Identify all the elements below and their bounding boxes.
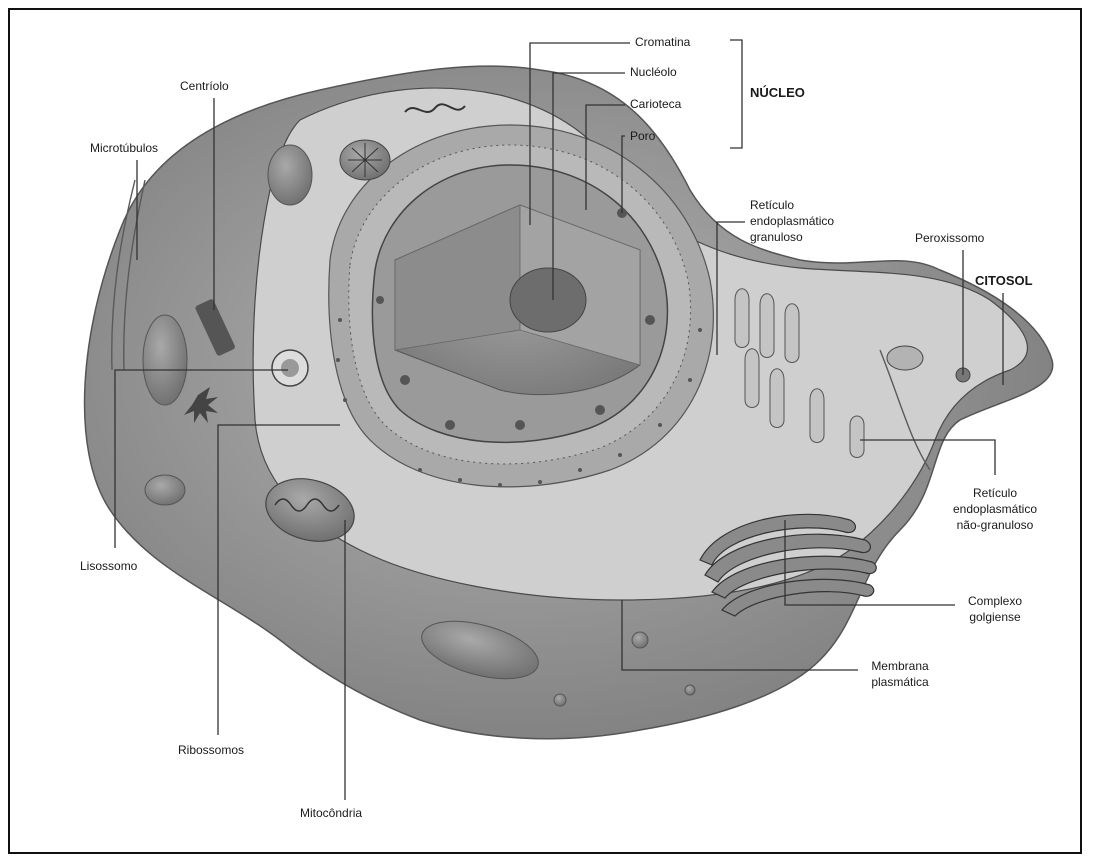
label-reticulo-granuloso: Retículo endoplasmático granuloso bbox=[750, 197, 834, 245]
label-poro: Poro bbox=[630, 128, 655, 144]
label-reticulo-nao-granuloso-line1: Retículo bbox=[940, 485, 1050, 501]
label-peroxissomo: Peroxissomo bbox=[915, 230, 984, 246]
label-microtubulos: Microtúbulos bbox=[90, 140, 158, 156]
label-cromatina: Cromatina bbox=[635, 34, 690, 50]
label-membrana-plasmatica-line2: plasmática bbox=[850, 674, 950, 690]
label-carioteca: Carioteca bbox=[630, 96, 681, 112]
label-nucleolo: Nucléolo bbox=[630, 64, 677, 80]
label-mitocondria: Mitocôndria bbox=[300, 805, 362, 821]
label-centriolo: Centríolo bbox=[180, 78, 229, 94]
label-reticulo-granuloso-line2: endoplasmático bbox=[750, 213, 834, 229]
label-reticulo-granuloso-line1: Retículo bbox=[750, 197, 834, 213]
lysosome bbox=[272, 350, 308, 386]
label-reticulo-nao-granuloso-line2: endoplasmático bbox=[940, 501, 1050, 517]
label-reticulo-nao-granuloso: Retículo endoplasmático não-granuloso bbox=[940, 485, 1050, 533]
label-ribossomos: Ribossomos bbox=[178, 742, 244, 758]
nucleolus bbox=[510, 268, 586, 332]
label-complexo-golgiense: Complexo golgiense bbox=[950, 593, 1040, 625]
label-complexo-golgiense-line1: Complexo bbox=[950, 593, 1040, 609]
label-lisossomo: Lisossomo bbox=[80, 558, 137, 574]
vesicle bbox=[887, 346, 923, 370]
label-citosol: CITOSOL bbox=[975, 273, 1033, 289]
label-complexo-golgiense-line2: golgiense bbox=[950, 609, 1040, 625]
label-reticulo-nao-granuloso-line3: não-granuloso bbox=[940, 517, 1050, 533]
label-reticulo-granuloso-line3: granuloso bbox=[750, 229, 834, 245]
label-nucleo: NÚCLEO bbox=[750, 85, 805, 101]
label-membrana-plasmatica: Membrana plasmática bbox=[850, 658, 950, 690]
label-membrana-plasmatica-line1: Membrana bbox=[850, 658, 950, 674]
